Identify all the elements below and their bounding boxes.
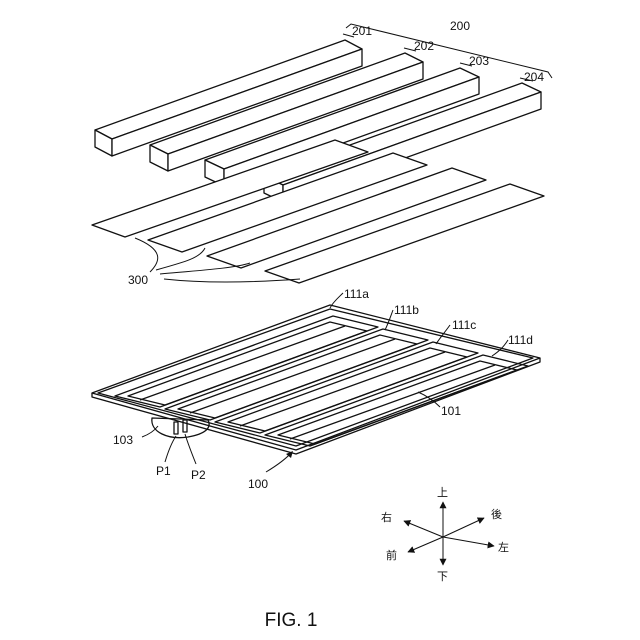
label-111b: 111b — [394, 303, 419, 317]
label-103: 103 — [113, 433, 133, 447]
dir-left: 左 — [498, 541, 509, 554]
area-111d — [265, 355, 528, 446]
label-111a: 111a — [344, 287, 369, 301]
dir-right: 右 — [381, 510, 392, 524]
dir-up: 上 — [437, 486, 448, 499]
label-201: 201 — [352, 24, 372, 38]
base-100: 111a 111b 111c 111d 101 103 P1 P2 100 — [92, 287, 540, 491]
direction-indicator: 上 下 右 左 後 前 — [381, 486, 509, 583]
area-111c — [215, 342, 478, 433]
label-200: 200 — [450, 19, 470, 33]
dir-down: 下 — [437, 571, 448, 583]
label-p1: P1 — [156, 464, 171, 478]
bar-group-200: 200 201 202 203 204 — [95, 19, 552, 202]
label-300: 300 — [128, 273, 148, 287]
label-204: 204 — [524, 70, 544, 84]
label-111d: 111d — [508, 333, 533, 347]
label-203: 203 — [469, 54, 489, 68]
label-111c: 111c — [452, 318, 476, 332]
area-111a — [115, 316, 378, 407]
dir-front: 前 — [386, 548, 397, 562]
label-202: 202 — [414, 39, 434, 53]
dir-back: 後 — [491, 507, 502, 521]
label-101: 101 — [441, 404, 461, 418]
label-100: 100 — [248, 477, 268, 491]
figure-caption: FIG. 1 — [265, 610, 318, 631]
terminal-p1 — [174, 422, 178, 434]
terminal-p2 — [183, 420, 187, 432]
area-111b — [165, 329, 428, 420]
label-p2: P2 — [191, 468, 206, 482]
